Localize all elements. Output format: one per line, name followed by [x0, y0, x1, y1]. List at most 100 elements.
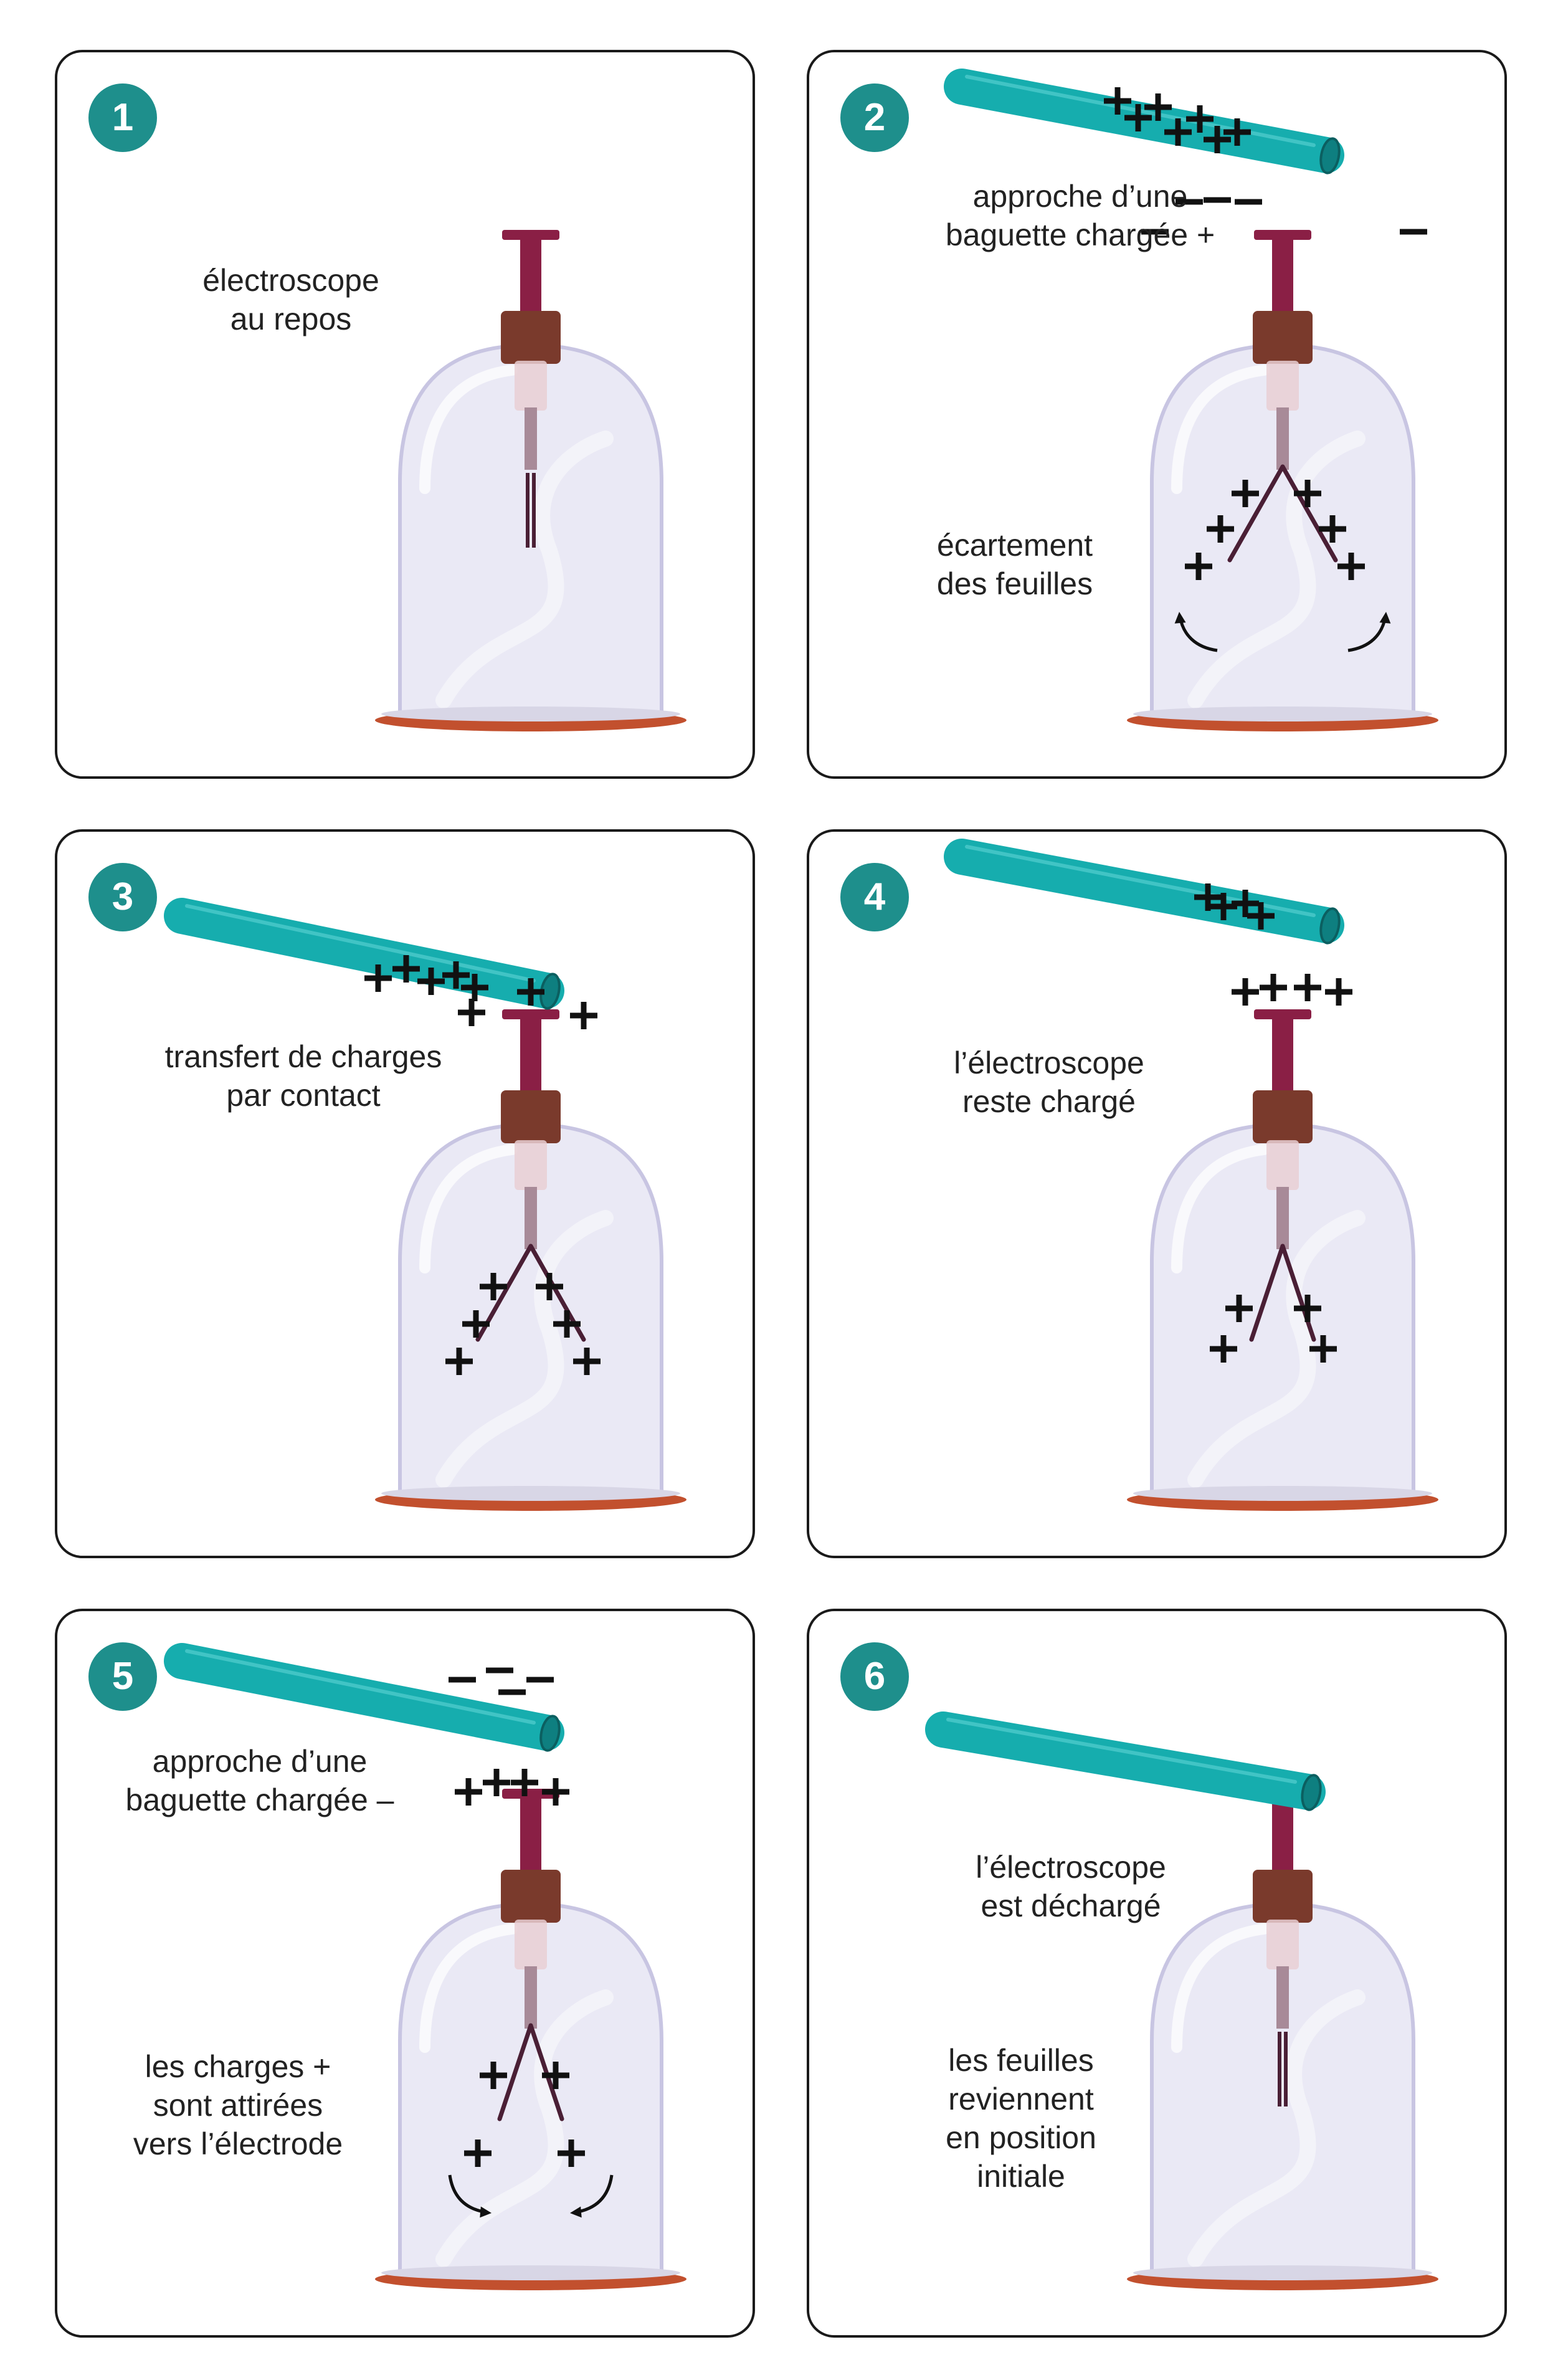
leaf-plus-sign	[1207, 515, 1234, 543]
glass-highlight	[1171, 364, 1270, 494]
electrode-stem	[525, 1187, 537, 1249]
rod-plus-sign	[1204, 126, 1231, 153]
top-plus-sign	[1325, 978, 1352, 1006]
top-minus-sign	[1141, 229, 1169, 235]
leaf-left	[1278, 2032, 1281, 2106]
leaf-plus-sign	[1294, 480, 1321, 507]
leaf-right	[1284, 2032, 1288, 2106]
top-plus-sign	[542, 1778, 569, 1806]
electrode-disc	[502, 230, 559, 240]
rod-end	[539, 1715, 561, 1752]
stopper	[1253, 1870, 1313, 1923]
glass-reflection	[435, 1210, 614, 1488]
charged-rod	[925, 1711, 1326, 1811]
stopper-inner	[515, 1140, 547, 1190]
leaf-plus-sign	[480, 1273, 507, 1300]
electroscope	[1127, 230, 1438, 731]
top-minus-sign	[1204, 197, 1231, 203]
electrode-rod	[520, 1798, 541, 1879]
glass-reflection	[1187, 1989, 1366, 2267]
caption-line: approche d’une	[972, 179, 1188, 214]
electrode-stem	[1276, 1187, 1289, 1249]
stopper-inner	[515, 1920, 547, 1969]
base-top	[381, 707, 680, 721]
rod-plus-sign	[1124, 104, 1152, 131]
panel-1: 1 électroscope au repos	[55, 50, 755, 779]
caption-line: baguette chargée –	[125, 1783, 394, 1817]
rod-minus-sign	[498, 1689, 526, 1695]
electrode-rod	[520, 1019, 541, 1100]
caption-line: les charges +	[145, 2049, 331, 2084]
rod-plus-sign	[1247, 902, 1275, 930]
caption-line: est déchargé	[981, 1888, 1161, 1923]
step-number-badge: 3	[88, 863, 157, 931]
top-plus-sign	[483, 1769, 510, 1796]
charges	[449, 1667, 585, 2167]
electrode-rod	[1272, 239, 1293, 320]
glass-highlight	[419, 1144, 518, 1273]
step-number-badge: 5	[88, 1642, 157, 1711]
caption-line: l’électroscope	[954, 1045, 1144, 1080]
electrode-stem	[1276, 407, 1289, 470]
caption-line: des feuilles	[936, 566, 1093, 601]
glass-highlight	[419, 364, 518, 494]
step-number-badge: 4	[840, 863, 909, 931]
stopper-inner	[1266, 361, 1299, 411]
rod-end	[1319, 907, 1341, 945]
glass-highlight	[1171, 1144, 1270, 1273]
caption-line: reste chargé	[962, 1084, 1136, 1119]
base-top	[1133, 707, 1432, 721]
charges	[364, 955, 601, 1375]
top-minus-sign	[1400, 229, 1427, 235]
glass-reflection	[435, 431, 614, 708]
charges	[1104, 87, 1427, 580]
caption-line: au repos	[230, 302, 352, 336]
stopper-inner	[1266, 1920, 1299, 1969]
caption-line: les feuilles	[948, 2043, 1094, 2078]
rod-end	[1319, 137, 1341, 174]
step-number-badge: 1	[88, 83, 157, 152]
charged-rod	[164, 1643, 564, 1752]
top-minus-sign	[1176, 199, 1203, 205]
leaf-plus-sign	[573, 1348, 601, 1375]
gold-leaves	[1278, 2032, 1288, 2106]
rod-plus-sign	[1144, 93, 1172, 121]
gold-leaves	[1249, 1244, 1316, 1342]
rod-plus-sign	[364, 964, 392, 992]
electrode-rod	[1272, 1798, 1293, 1879]
leaf-plus-sign	[558, 2140, 585, 2167]
electroscope	[1127, 1789, 1438, 2290]
leaf-right	[1280, 1244, 1316, 1342]
leaf-left	[1249, 1244, 1285, 1342]
rod-minus-sign	[486, 1667, 513, 1673]
rod-plus-sign	[461, 974, 488, 1001]
electrode-disc	[502, 1009, 559, 1019]
gold-leaves	[1227, 464, 1338, 563]
rod-plus-sign	[1194, 883, 1222, 911]
leaf-plus-sign	[445, 1348, 473, 1375]
electroscope	[375, 1789, 686, 2290]
rod-end	[1301, 1774, 1322, 1811]
caption: électroscope au repos	[202, 261, 379, 338]
leaf-plus-sign	[462, 1310, 490, 1338]
caption-line: électroscope	[202, 263, 379, 298]
caption-line: en position	[946, 2120, 1096, 2155]
top-plus-sign	[1294, 974, 1321, 1001]
caption-line: baguette chargée +	[945, 217, 1215, 252]
glass-highlight	[1171, 1923, 1270, 2053]
base-top	[381, 1486, 680, 1501]
caption-line: initiale	[977, 2159, 1065, 2194]
electrode-stem	[525, 1966, 537, 2029]
rod-plus-sign	[442, 961, 470, 989]
glass-reflection	[1187, 431, 1366, 708]
rod-minus-sign	[526, 1677, 554, 1683]
stopper-inner	[1266, 1140, 1299, 1190]
leaf-plus-sign	[464, 2140, 492, 2167]
electrode-rod	[1272, 1019, 1293, 1100]
